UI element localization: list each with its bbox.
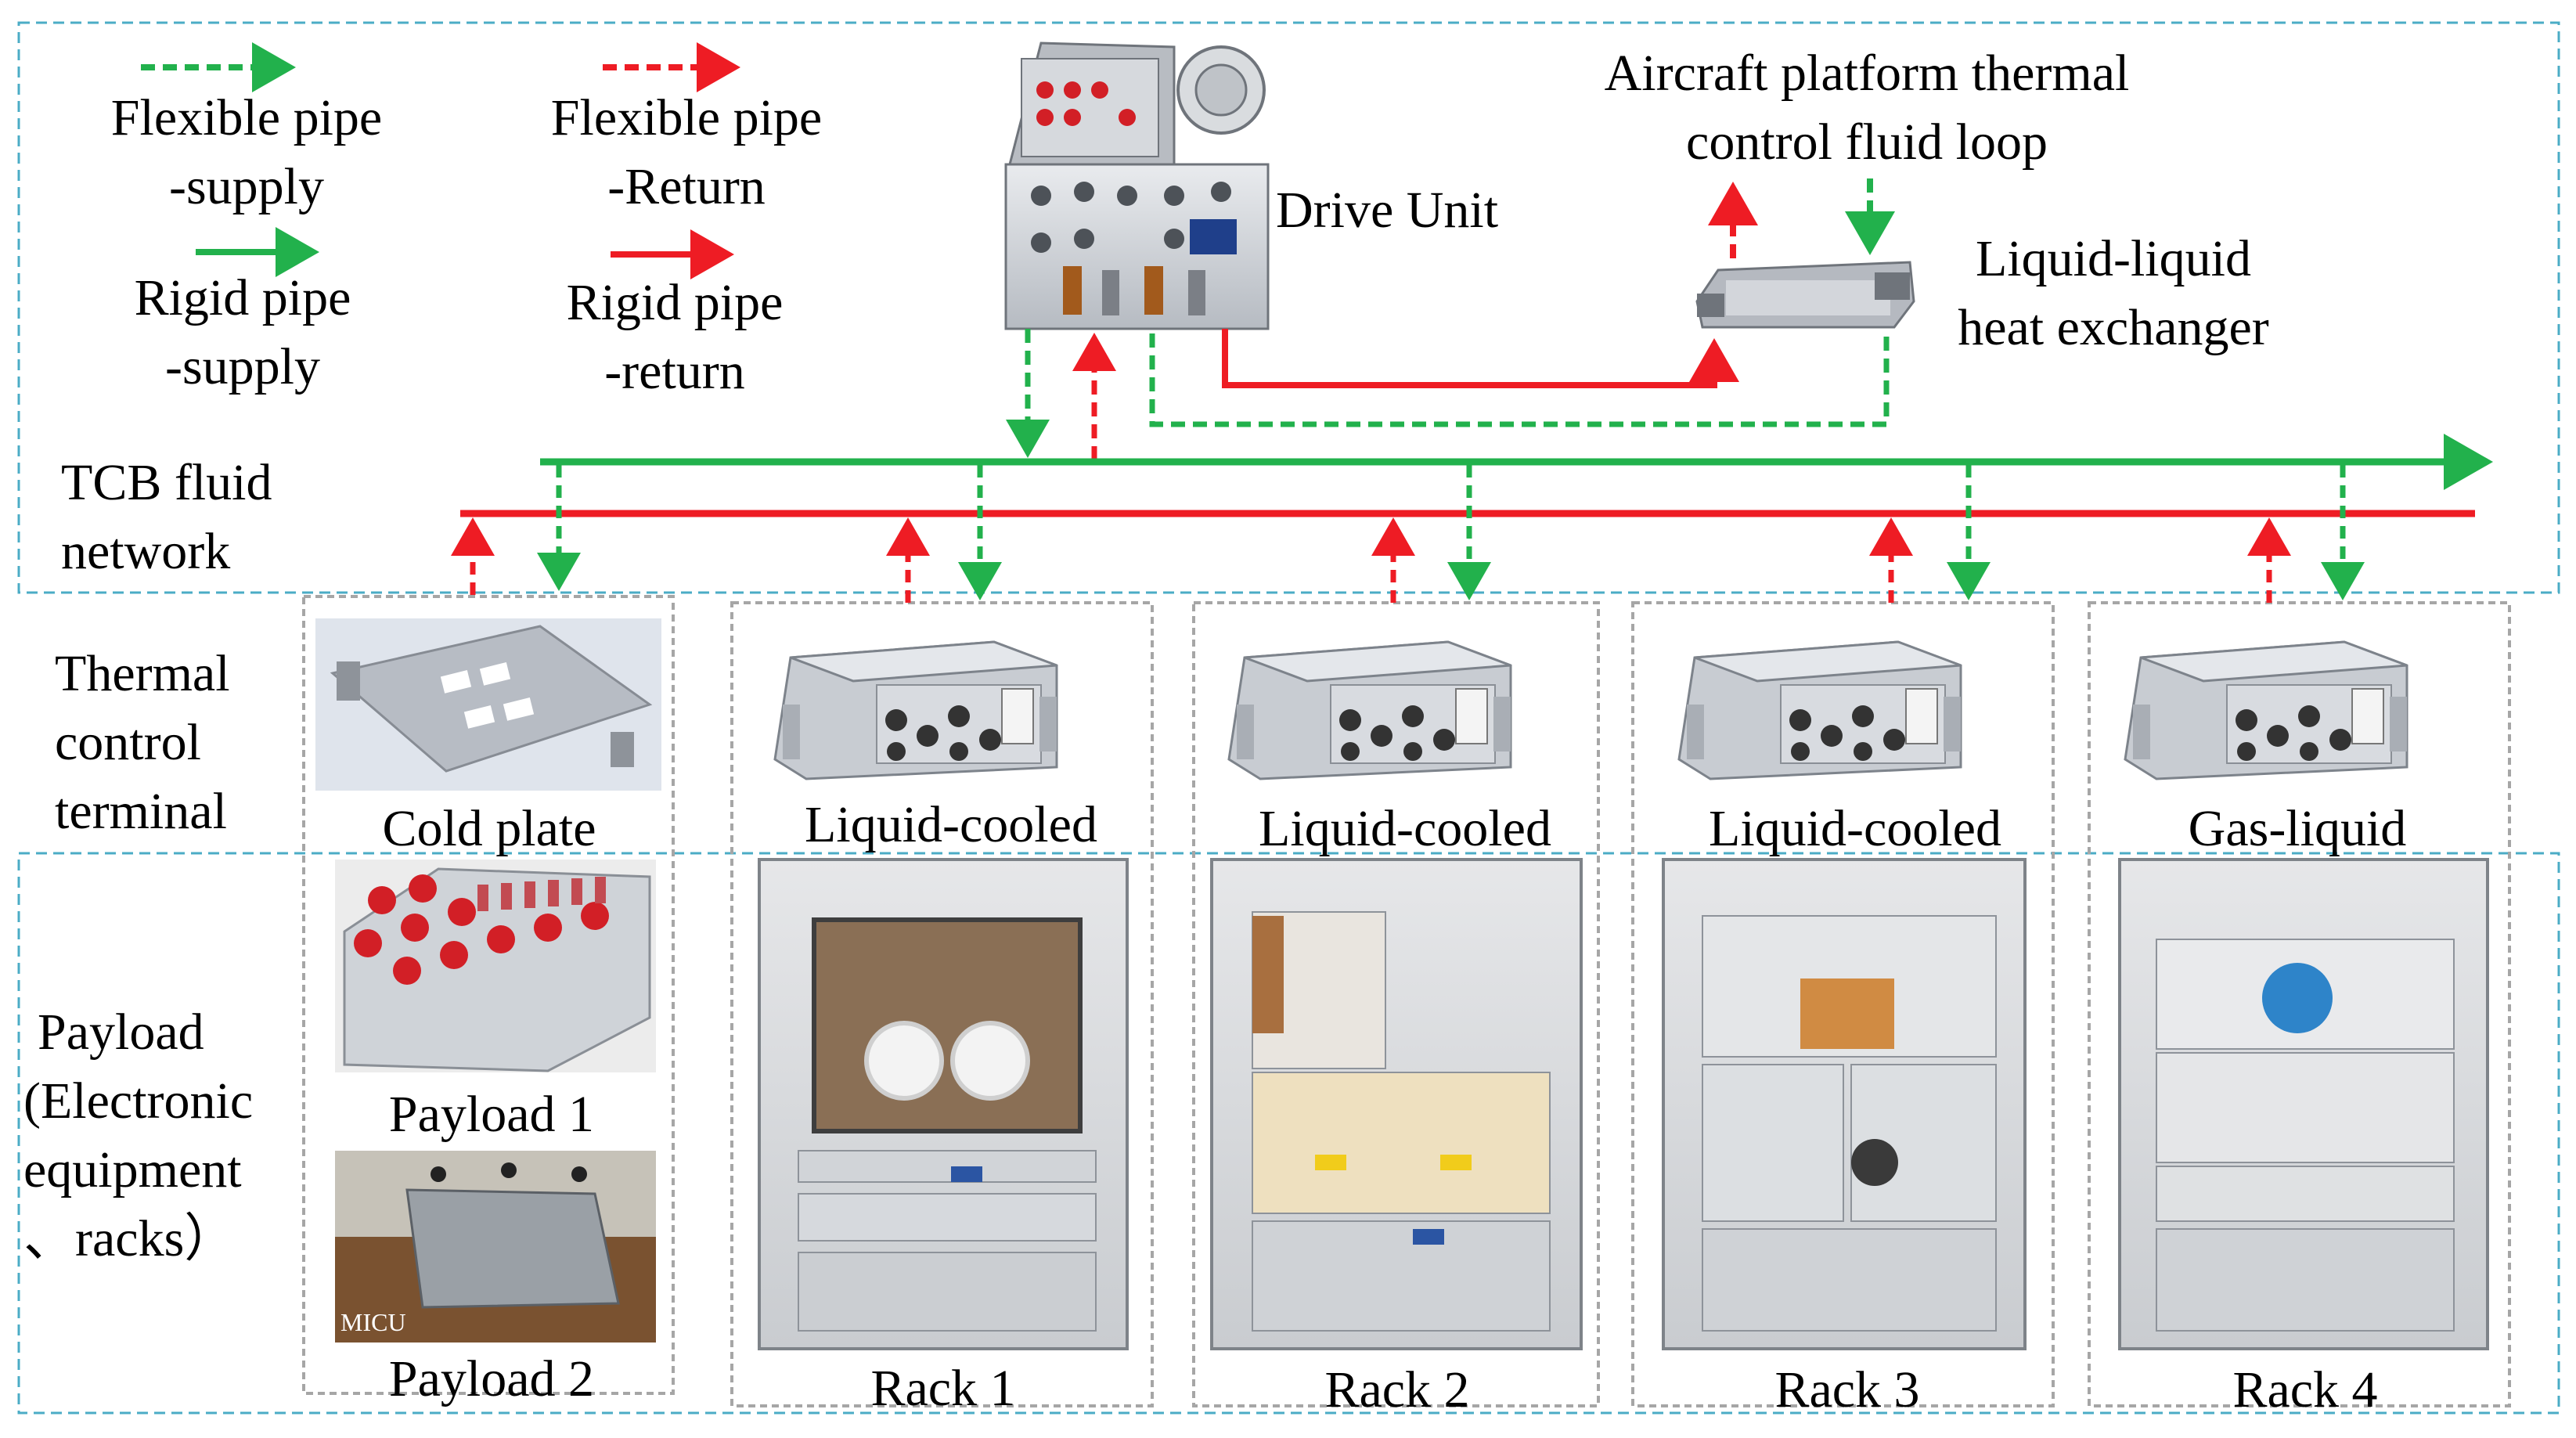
heat-exchanger-line1: Liquid-liquid — [1976, 230, 2251, 287]
gas-liquid-unit-image — [2108, 609, 2424, 792]
thermal-terminal-line1: Thermal — [55, 645, 230, 702]
rack-3-label: Rack 3 — [1774, 1361, 1919, 1418]
legend-flex-return-label: Flexible pipe -Return — [551, 89, 822, 215]
drive-unit-label: Drive Unit — [1276, 182, 1498, 239]
legend-rigid-return-line1: Rigid pipe — [567, 274, 784, 331]
rack-3-image — [1662, 858, 2027, 1350]
payload-section-label: Payload (Electronic equipment 、racks） — [23, 1004, 253, 1267]
liquid-cooled-unit-2-image — [1212, 609, 1528, 792]
legend-flex-supply-line1: Flexible pipe — [111, 89, 382, 146]
legend-rigid-return-line2: -return — [604, 343, 745, 400]
terminal-caption-gas-liquid: Gas-liquid — [2189, 800, 2407, 857]
rack-4-image — [2118, 858, 2489, 1350]
payload-1-label: Payload 1 — [389, 1086, 594, 1143]
heat-exchanger-label: Liquid-liquid heat exchanger — [1958, 230, 2269, 356]
payload-2-label: Payload 2 — [389, 1350, 594, 1407]
legend-rigid-return-label: Rigid pipe -return — [567, 274, 784, 400]
heat-exchanger-image — [1689, 258, 1918, 337]
tcb-network-label: TCB fluid network — [61, 454, 272, 580]
terminal-caption-liquid-cooled-2: Liquid-cooled — [1259, 800, 1551, 857]
legend-flex-supply-line2: -supply — [169, 158, 324, 215]
legend-rigid-supply-label: Rigid pipe -supply — [135, 269, 351, 395]
liquid-cooled-unit-3-image — [1662, 609, 1978, 792]
column-frame-5 — [2088, 601, 2511, 1407]
legend-flex-return-line1: Flexible pipe — [551, 89, 822, 146]
column-frame-2 — [730, 601, 1154, 1407]
payload-2-image: MICU — [335, 1151, 656, 1342]
aircraft-loop-line2: control fluid loop — [1686, 114, 2048, 171]
payload-section-line3: equipment — [23, 1141, 242, 1198]
payload-section-line1: Payload — [38, 1004, 204, 1061]
tcb-network-line1: TCB fluid — [61, 454, 272, 511]
heat-exchanger-line2: heat exchanger — [1958, 299, 2269, 356]
payload-1-image — [335, 860, 656, 1072]
rack-1-image — [758, 858, 1129, 1350]
drive-unit-image — [1002, 41, 1270, 330]
terminal-caption-liquid-cooled-1: Liquid-cooled — [805, 796, 1097, 853]
thermal-terminal-line2: control — [55, 714, 201, 771]
network-section-frame — [17, 21, 2560, 594]
legend-flex-supply-label: Flexible pipe -supply — [111, 89, 382, 215]
rack-4-label: Rack 4 — [2232, 1361, 2377, 1418]
rack-2-label: Rack 2 — [1324, 1361, 1469, 1418]
payload-section-line2: (Electronic — [23, 1072, 253, 1130]
exchanger-to-drive-flex-supply — [1149, 329, 1890, 427]
micu-label: MICU — [340, 1308, 406, 1336]
aircraft-loop-line1: Aircraft platform thermal — [1605, 45, 2130, 102]
rack-1-label: Rack 1 — [870, 1360, 1015, 1417]
column-frame-4 — [1631, 601, 2055, 1407]
cold-plate-image — [315, 618, 661, 791]
drive-to-exchanger-rigid-return — [1222, 329, 1739, 388]
terminal-caption-liquid-cooled-3: Liquid-cooled — [1709, 800, 2001, 857]
thermal-terminal-label: Thermal control terminal — [55, 645, 230, 840]
column-frame-1 — [302, 595, 675, 1395]
tcb-network-line2: network — [61, 523, 230, 580]
liquid-cooled-unit-1-image — [758, 609, 1074, 792]
legend-flex-return-line2: -Return — [607, 158, 766, 215]
payload-section-line4: 、racks） — [23, 1210, 236, 1267]
rack-2-image — [1210, 858, 1583, 1350]
legend-rigid-supply-line1: Rigid pipe — [135, 269, 351, 326]
legend-rigid-supply-line2: -supply — [165, 338, 320, 395]
terminal-caption-cold-plate: Cold plate — [382, 800, 596, 857]
aircraft-loop-label: Aircraft platform thermal control fluid l… — [1605, 45, 2130, 171]
thermal-terminal-line3: terminal — [55, 783, 227, 840]
